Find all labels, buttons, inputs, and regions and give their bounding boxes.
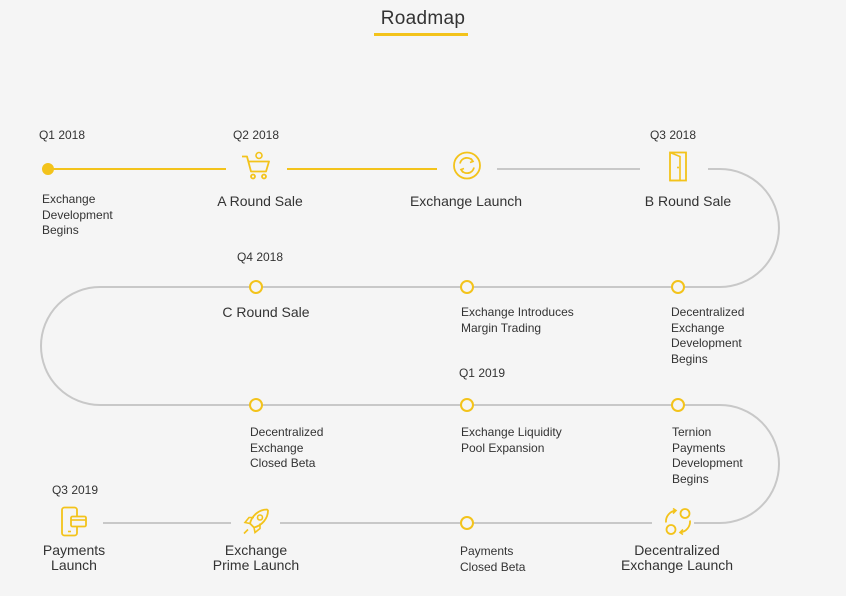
exchange-arrows-icon (665, 507, 691, 536)
milestone-liquidity-pool (460, 398, 474, 412)
milestone-ternion-payments (671, 398, 685, 412)
rocket-icon (243, 508, 269, 535)
label-payments-closed-beta: Payments Closed Beta (460, 544, 526, 574)
milestone-decentralized-exchange-closed-beta (249, 398, 263, 412)
milestone-exchange-development (42, 163, 54, 175)
milestone-dot (671, 398, 685, 412)
milestone-a-round-sale (239, 150, 273, 189)
label-ternion-payments: Ternion Payments Development Begins (672, 425, 743, 486)
milestone-margin-trading (460, 280, 474, 294)
milestone-dot (460, 398, 474, 412)
label-margin-trading: Exchange Introduces Margin Trading (461, 305, 574, 335)
date-q4-2018: Q4 2018 (236, 250, 284, 264)
date-q1-2019: Q1 2019 (458, 366, 506, 380)
label-decentralized-exchange-launch: Decentralized Exchange Launch (620, 542, 734, 573)
label-decentralized-exchange-closed-beta: Decentralized Exchange Closed Beta (250, 425, 324, 470)
refresh-coin-icon (453, 151, 481, 180)
milestone-c-round-sale (249, 280, 263, 294)
milestone-exchange-launch (450, 149, 484, 188)
milestone-b-round-sale (661, 150, 695, 189)
label-exchange-development: Exchange Development Begins (42, 192, 113, 237)
milestone-decentralized-exchange-development (671, 280, 685, 294)
track-curve-right-1 (683, 168, 780, 288)
milestone-dot (671, 280, 685, 294)
date-q3-2018: Q3 2018 (649, 128, 697, 142)
milestone-dot (460, 280, 474, 294)
milestone-payments-closed-beta (460, 516, 474, 530)
milestone-exchange-prime-launch (239, 505, 273, 544)
date-q1-2018: Q1 2018 (38, 128, 86, 142)
label-exchange-launch: Exchange Launch (409, 193, 523, 209)
milestone-dot (460, 516, 474, 530)
milestone-dot (249, 398, 263, 412)
milestone-dot-filled (42, 163, 54, 175)
label-exchange-prime-launch: Exchange Prime Launch (212, 542, 300, 573)
title-underline (374, 33, 468, 36)
label-liquidity-pool: Exchange Liquidity Pool Expansion (461, 425, 562, 455)
page-title: Roadmap (380, 8, 466, 29)
label-decentralized-exchange-development: Decentralized Exchange Development Begin… (671, 305, 745, 366)
door-icon (669, 151, 687, 182)
label-a-round-sale: A Round Sale (217, 193, 303, 209)
milestone-payments-launch (56, 505, 90, 544)
track-curve-left-1 (40, 286, 251, 406)
mobile-payment-icon (61, 506, 87, 537)
date-q2-2018: Q2 2018 (232, 128, 280, 142)
shopping-cart-icon (242, 151, 270, 180)
label-payments-launch: Payments Launch (42, 542, 106, 573)
label-c-round-sale: C Round Sale (222, 304, 310, 320)
milestone-decentralized-exchange-launch (661, 505, 695, 544)
track-curve-right-2 (683, 404, 780, 524)
milestone-dot (249, 280, 263, 294)
date-q3-2019: Q3 2019 (51, 483, 99, 497)
label-b-round-sale: B Round Sale (644, 193, 732, 209)
